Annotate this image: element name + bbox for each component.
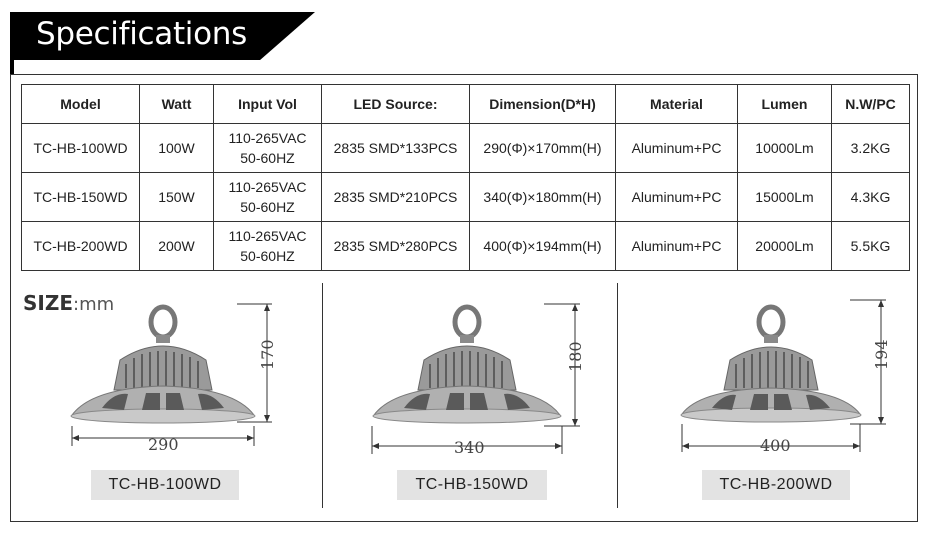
dimension-cell: 340(Φ)×180mm(H) — [469, 172, 616, 222]
watt-cell: 200W — [139, 221, 214, 271]
watt-cell: 150W — [139, 172, 214, 222]
input-vol-cell: 110-265VAC 50-60HZ — [213, 123, 322, 173]
model-cell: TC-HB-150WD — [21, 172, 140, 222]
column-header: Dimension(D*H) — [469, 84, 616, 124]
width-dimension: 340 — [454, 438, 485, 457]
led-source-cell: 2835 SMD*210PCS — [321, 172, 470, 222]
material-cell: Aluminum+PC — [615, 221, 738, 271]
input-vol-line: 110-265VAC — [228, 228, 307, 244]
table-row: TC-HB-200WD 200W 110-265VAC 50-60HZ 2835… — [21, 221, 910, 271]
input-freq-line: 50-60HZ — [240, 150, 295, 166]
input-vol-line: 110-265VAC — [228, 130, 307, 146]
column-header: LED Source: — [321, 84, 470, 124]
weight-cell: 3.2KG — [831, 123, 910, 173]
dimension-cell: 290(Φ)×170mm(H) — [469, 123, 616, 173]
size-unit: :mm — [73, 294, 115, 315]
watt-cell: 100W — [139, 123, 214, 173]
led-source-cell: 2835 SMD*280PCS — [321, 221, 470, 271]
column-header: Watt — [139, 84, 214, 124]
product-diagram-3: 400 194 — [670, 290, 930, 520]
column-header: N.W/PC — [831, 84, 910, 124]
column-header: Material — [615, 84, 738, 124]
size-heading: SIZE:mm — [23, 291, 114, 315]
input-freq-line: 50-60HZ — [240, 248, 295, 264]
ufo-high-bay-light-icon — [680, 299, 886, 452]
dimension-cell: 400(Φ)×194mm(H) — [469, 221, 616, 271]
weight-cell: 4.3KG — [831, 172, 910, 222]
model-cell: TC-HB-100WD — [21, 123, 140, 173]
page-title: Specifications — [36, 16, 247, 52]
ufo-high-bay-light-icon — [70, 303, 272, 446]
title-banner — [10, 12, 315, 60]
material-cell: Aluminum+PC — [615, 172, 738, 222]
height-value: 180 — [566, 341, 585, 372]
input-freq-line: 50-60HZ — [240, 199, 295, 215]
table-row: TC-HB-150WD 150W 110-265VAC 50-60HZ 2835… — [21, 172, 910, 222]
banner-strip — [10, 60, 14, 74]
model-label-1: TC-HB-100WD — [91, 470, 239, 500]
section-divider — [322, 283, 323, 508]
table-row: TC-HB-100WD 100W 110-265VAC 50-60HZ 2835… — [21, 123, 910, 173]
height-value: 194 — [872, 339, 891, 370]
lumen-cell: 20000Lm — [737, 221, 832, 271]
material-cell: Aluminum+PC — [615, 123, 738, 173]
input-vol-cell: 110-265VAC 50-60HZ — [213, 221, 322, 271]
led-source-cell: 2835 SMD*133PCS — [321, 123, 470, 173]
column-header: Model — [21, 84, 140, 124]
column-header: Input Vol — [213, 84, 322, 124]
lumen-cell: 10000Lm — [737, 123, 832, 173]
input-vol-line: 110-265VAC — [228, 179, 307, 195]
product-diagram-2: 340 180 — [366, 290, 666, 520]
size-label: SIZE — [23, 291, 74, 315]
table-header-row: Model Watt Input Vol LED Source: Dimensi… — [21, 84, 910, 124]
weight-cell: 5.5KG — [831, 221, 910, 271]
lumen-cell: 15000Lm — [737, 172, 832, 222]
column-header: Lumen — [737, 84, 832, 124]
input-vol-cell: 110-265VAC 50-60HZ — [213, 172, 322, 222]
product-diagram-1: 290 170 — [62, 290, 362, 520]
section-divider — [617, 283, 618, 508]
ufo-high-bay-light-icon — [371, 303, 580, 454]
model-label-3: TC-HB-200WD — [702, 470, 850, 500]
width-dimension: 290 — [148, 435, 179, 454]
content-frame — [10, 74, 918, 522]
height-value: 170 — [258, 339, 277, 370]
model-label-2: TC-HB-150WD — [397, 470, 547, 500]
width-dimension: 400 — [760, 436, 791, 455]
spec-table: Model Watt Input Vol LED Source: Dimensi… — [21, 84, 910, 271]
model-cell: TC-HB-200WD — [21, 221, 140, 271]
